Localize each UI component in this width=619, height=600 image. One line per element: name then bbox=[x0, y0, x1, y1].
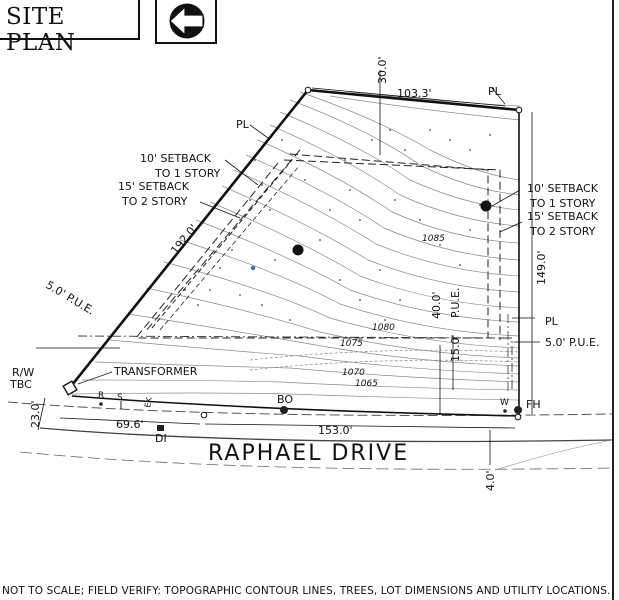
s-label: S bbox=[117, 393, 123, 403]
contour-label: 1085 bbox=[422, 234, 445, 244]
bo-marker bbox=[280, 406, 288, 414]
setback-10-label: TO 1 STORY bbox=[154, 167, 221, 180]
contour-label: 1075 bbox=[340, 339, 363, 349]
title-box: SITE PLAN bbox=[0, 0, 140, 56]
street-centerline bbox=[19, 451, 613, 470]
dim-pue-width: 15.0' bbox=[449, 334, 462, 362]
sheet-border bbox=[612, 0, 614, 600]
page-title: SITE PLAN bbox=[6, 4, 76, 56]
right-of-way-line bbox=[7, 401, 613, 416]
pl-label-right: PL bbox=[545, 315, 559, 328]
curb-return bbox=[494, 439, 613, 471]
dimension-lines bbox=[36, 70, 540, 465]
dim-top: 103.3' bbox=[397, 87, 432, 100]
setback-15-label: TO 2 STORY bbox=[121, 195, 188, 208]
lot-line-front bbox=[71, 395, 520, 417]
dim-right: 149.0' bbox=[535, 250, 548, 285]
dim-bottom: 153.0' bbox=[318, 424, 353, 437]
contour-label: 1070 bbox=[342, 368, 365, 378]
rw-label: R/W bbox=[12, 366, 34, 379]
transformer-leader bbox=[77, 371, 113, 385]
ek-label: EK bbox=[143, 396, 154, 408]
contour-label: 1080 bbox=[372, 323, 395, 333]
w-marker bbox=[503, 409, 507, 413]
bo-label: BO bbox=[277, 393, 293, 406]
r-label: R bbox=[98, 391, 104, 401]
dim-front-setback: 40.0' bbox=[430, 291, 443, 319]
north-arrow-box bbox=[155, 0, 217, 44]
setback-line-2story bbox=[151, 159, 293, 329]
tree-markers bbox=[184, 129, 491, 321]
setback-15-label: 15' SETBACK bbox=[527, 210, 599, 223]
footnote: NOT TO SCALE; FIELD VERIFY: TOPOGRAPHIC … bbox=[2, 585, 611, 597]
di-marker bbox=[157, 425, 164, 431]
pue-front-label: P.U.E. bbox=[449, 288, 462, 318]
tree-large bbox=[292, 244, 304, 256]
pue-line bbox=[77, 335, 513, 390]
pue-label-left: 5.0' P.U.E. bbox=[43, 278, 96, 317]
street-name: RAPHAEL DRIVE bbox=[208, 441, 409, 466]
setback-15-label: 15' SETBACK bbox=[118, 180, 190, 193]
dim-rw-depth: 23.0' bbox=[29, 400, 42, 428]
pl-label-left: PL bbox=[236, 118, 250, 131]
setback-10-label: TO 1 STORY bbox=[529, 197, 596, 210]
transformer-label: TRANSFORMER bbox=[113, 365, 198, 378]
w-label: W bbox=[500, 398, 509, 408]
dim-curb-offset: 4.0' bbox=[484, 470, 497, 491]
dim-rear-setback: 30.0' bbox=[376, 56, 389, 84]
contour-label: 1065 bbox=[355, 379, 378, 389]
pue-label-right: 5.0' P.U.E. bbox=[545, 336, 599, 349]
property-pins bbox=[200, 86, 523, 421]
setback-15-label: TO 2 STORY bbox=[529, 225, 596, 238]
topographic-contours bbox=[71, 91, 521, 401]
fh-marker bbox=[514, 406, 522, 414]
tree-large bbox=[480, 200, 492, 212]
dim-corner: 69.6' bbox=[116, 418, 144, 431]
di-label: DI bbox=[155, 432, 167, 445]
curb-line bbox=[39, 427, 613, 443]
north-arrow-icon bbox=[169, 3, 205, 39]
setback-10-label: 10' SETBACK bbox=[140, 152, 212, 165]
dim-left: 192.0' bbox=[168, 222, 200, 257]
lot-boundary bbox=[66, 88, 520, 391]
survey-point bbox=[250, 265, 256, 271]
transformer-icon bbox=[62, 380, 78, 396]
r-marker bbox=[99, 402, 103, 406]
setback-lines bbox=[134, 149, 512, 340]
setback-10-label: 10' SETBACK bbox=[527, 182, 599, 195]
fh-label: FH bbox=[526, 398, 541, 411]
tbc-label: TBC bbox=[9, 378, 32, 391]
pl-label-top: PL bbox=[488, 85, 502, 98]
setback-line-1story bbox=[159, 164, 301, 331]
